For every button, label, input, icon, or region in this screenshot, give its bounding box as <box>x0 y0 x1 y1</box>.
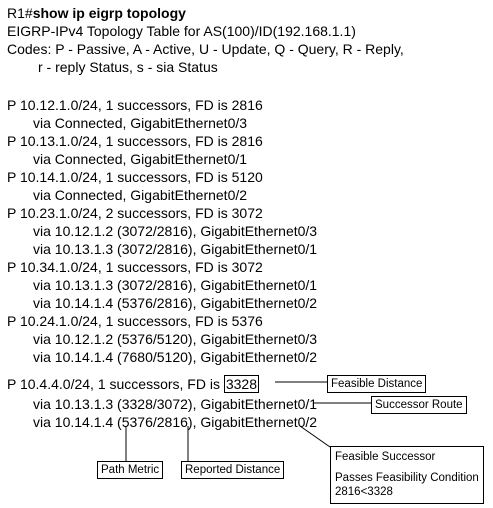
prompt-host: R1# <box>7 5 33 21</box>
route-entry: P 10.23.1.0/24, 2 successors, FD is 3072 <box>7 205 263 221</box>
reported-distance-label: Reported Distance <box>181 461 285 479</box>
command-text: show ip eigrp topology <box>32 5 186 21</box>
route-entry: P 10.34.1.0/24, 1 successors, FD is 3072 <box>7 259 263 275</box>
route-prefix: P 10.4.4.0/24, 1 successors, FD is <box>7 376 224 392</box>
feasible-successor-title: Feasible Successor <box>335 451 436 463</box>
table-title: EIGRP-IPv4 Topology Table for AS(100)/ID… <box>7 23 356 39</box>
feasibility-inequality: 2816<3328 <box>335 486 393 498</box>
via-line: via 10.12.1.2 (3072/2816), GigabitEthern… <box>33 223 318 239</box>
via-line: via 10.14.1.4 (7680/5120), GigabitEthern… <box>33 349 318 365</box>
route-entry: P 10.12.1.0/24, 1 successors, FD is 2816 <box>7 97 263 113</box>
path-metric-label: Path Metric <box>97 461 164 479</box>
feasible-distance-label: Feasible Distance <box>327 375 427 393</box>
codes-line-1: Codes: P - Passive, A - Active, U - Upda… <box>7 41 404 57</box>
route-entry: P 10.24.1.0/24, 1 successors, FD is 5376 <box>7 313 263 329</box>
via-line: via 10.14.1.4 (5376/2816), GigabitEthern… <box>33 295 318 311</box>
feasibility-condition-text: Passes Feasibility Condition <box>335 472 479 484</box>
via-line: via Connected, GigabitEthernet0/2 <box>33 187 248 203</box>
via-line: via 10.12.1.2 (5376/5120), GigabitEthern… <box>33 331 318 347</box>
codes-line-2: r - reply Status, s - sia Status <box>38 59 218 75</box>
via-line: via Connected, GigabitEthernet0/1 <box>33 151 248 167</box>
successor-via-line: via 10.13.1.3 (3328/3072), GigabitEthern… <box>33 396 318 412</box>
fd-value-box: 3328 <box>223 375 259 393</box>
via-line: via 10.13.1.3 (3072/2816), GigabitEthern… <box>33 241 318 257</box>
successor-route-label: Successor Route <box>371 396 467 414</box>
command-line: R1#show ip eigrp topology <box>7 4 186 22</box>
route-entry: P 10.14.1.0/24, 1 successors, FD is 5120 <box>7 169 263 185</box>
feasible-successor-via-line: via 10.14.1.4 (5376/2816), GigabitEthern… <box>33 414 318 430</box>
via-line: via 10.13.1.3 (3072/2816), GigabitEthern… <box>33 277 318 293</box>
feasible-successor-box: Feasible Successor Passes Feasibility Co… <box>330 446 484 504</box>
via-line: via Connected, GigabitEthernet0/3 <box>33 115 248 131</box>
route-entry: P 10.13.1.0/24, 1 successors, FD is 2816 <box>7 133 263 149</box>
route-entry-annotated: P 10.4.4.0/24, 1 successors, FD is 3328 <box>7 375 259 393</box>
